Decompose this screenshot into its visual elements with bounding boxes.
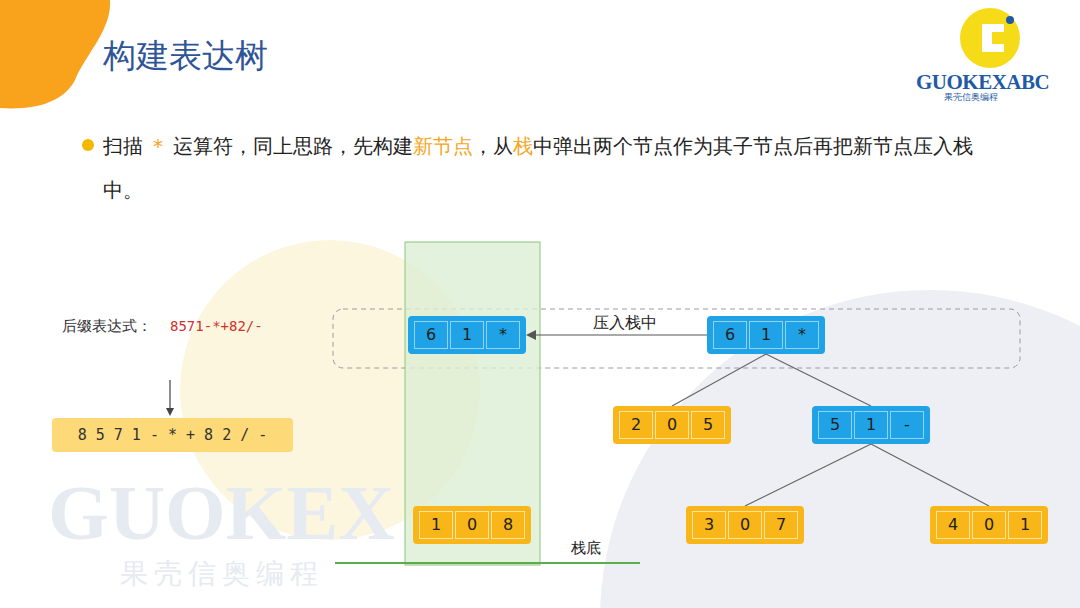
- value-cell: *: [785, 321, 819, 349]
- connector-line: [766, 354, 871, 406]
- tree-node: 307: [686, 506, 804, 544]
- value-cell: 4: [936, 511, 970, 539]
- connector-line: [871, 444, 989, 506]
- bullet-dot: [82, 139, 94, 151]
- edge-label: 压入栈中: [590, 313, 660, 334]
- value-cell: 0: [655, 411, 689, 439]
- value-cell: *: [486, 321, 520, 349]
- connector: [766, 354, 871, 406]
- value-cell: 0: [728, 511, 762, 539]
- bullet-segment: 栈: [513, 134, 533, 158]
- value-cell: 2: [619, 411, 653, 439]
- value-cell: 7: [764, 511, 798, 539]
- tree-node: 51-: [812, 406, 930, 444]
- slide-title: 构建表达树: [103, 34, 268, 79]
- value-cell: 0: [972, 511, 1006, 539]
- expression-box: 8 5 7 1 - * + 8 2 / -: [52, 418, 293, 452]
- connector-line: [672, 354, 766, 406]
- tree-node: 61*: [707, 316, 825, 354]
- value-cell: 6: [713, 321, 747, 349]
- prefix-label: 后缀表达式：: [62, 317, 152, 336]
- arrow-head: [526, 330, 536, 340]
- tree-node: 401: [930, 506, 1048, 544]
- connector: [672, 354, 766, 406]
- value-cell: 1: [854, 411, 888, 439]
- logo-circle: [960, 8, 1020, 68]
- lavender-circle: [600, 290, 1080, 608]
- logo-text: GUOKEXABC: [916, 70, 1049, 95]
- bullet-segment: ，从: [473, 134, 513, 158]
- stack-bottom-label: 栈底: [571, 539, 601, 558]
- watermark: GUOKEX: [48, 468, 395, 558]
- value-cell: 1: [1008, 511, 1042, 539]
- pointer-arrow-head: [166, 408, 174, 416]
- logo-dot: [1006, 16, 1014, 24]
- bullet-text: 扫描*运算符，同上思路，先构建新节点，从栈中弹出两个节点作为其子节点后再把新节点…: [103, 124, 993, 212]
- value-cell: 1: [749, 321, 783, 349]
- watermark-cn: 果壳信奥编程: [120, 555, 324, 593]
- value-cell: 5: [818, 411, 852, 439]
- bullet-segment: *: [153, 134, 163, 158]
- bullet-segment: 新节点: [413, 134, 473, 158]
- stack-region: [405, 242, 540, 565]
- value-cell: 3: [692, 511, 726, 539]
- connector: [745, 444, 871, 506]
- connector: [871, 444, 989, 506]
- value-cell: 8: [491, 511, 525, 539]
- stack-bottom-line: [335, 562, 640, 564]
- value-cell: -: [890, 411, 924, 439]
- stack-node: 61*: [408, 316, 526, 354]
- logo-c-mark: [982, 24, 1004, 52]
- connector-line: [745, 444, 871, 506]
- tree-node: 205: [613, 406, 731, 444]
- stack-node: 108: [413, 506, 531, 544]
- bullet-segment: 扫描: [103, 134, 143, 158]
- value-cell: 5: [691, 411, 725, 439]
- expression-text: 8 5 7 1 - * + 8 2 / -: [78, 426, 268, 444]
- bullet-segment: 运算符，同上思路，先构建: [173, 134, 413, 158]
- value-cell: 6: [414, 321, 448, 349]
- value-cell: 1: [450, 321, 484, 349]
- value-cell: 1: [419, 511, 453, 539]
- logo-subtitle: 果壳信奥编程: [944, 91, 998, 104]
- connector-line: [535, 334, 707, 335]
- orange-blob: [0, 0, 110, 108]
- postfix-expression: 8571-*+82/-: [170, 318, 263, 334]
- value-cell: 0: [455, 511, 489, 539]
- pointer-arrow: [169, 380, 170, 410]
